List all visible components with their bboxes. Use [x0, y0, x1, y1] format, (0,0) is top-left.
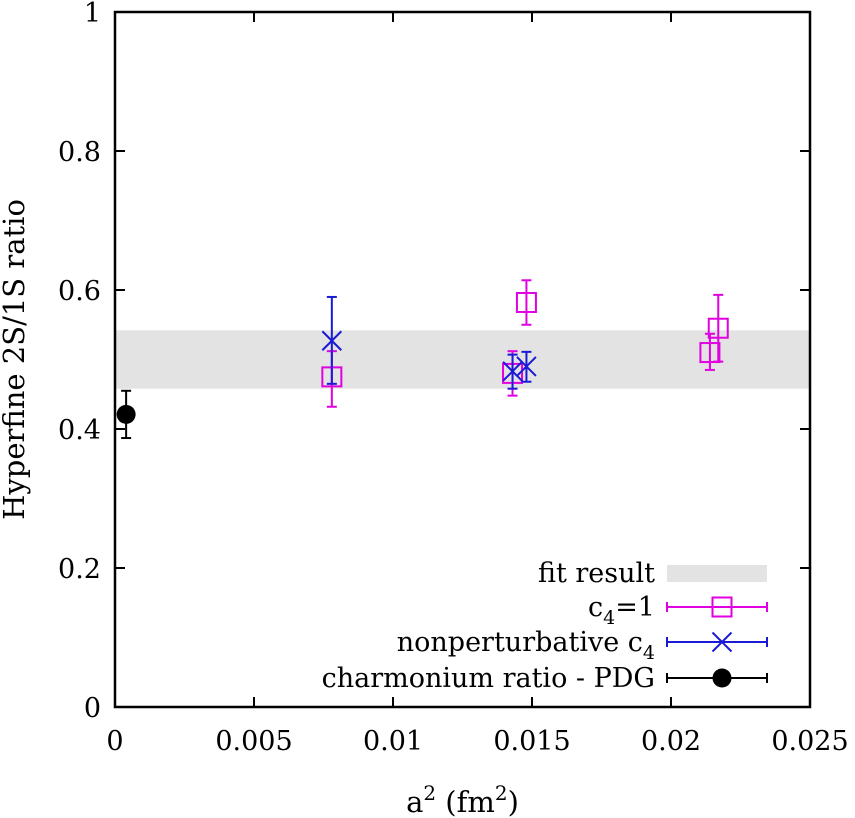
- y-tick-label: 0: [84, 693, 101, 724]
- data-point-series-0: [707, 293, 729, 363]
- legend-swatch-fit-result: [667, 565, 767, 582]
- legend-marker-x: [711, 631, 733, 653]
- x-tick-label: 0.01: [363, 726, 423, 757]
- data-point-series-2: [116, 389, 136, 440]
- x-axis-label-rest: (fm: [436, 785, 495, 818]
- marker-x: [321, 330, 343, 351]
- x-axis-label-sup: 2: [423, 781, 436, 805]
- legend-label-c4-1: c4=1: [588, 592, 655, 629]
- y-tick-label: 0.6: [58, 276, 101, 307]
- y-tick-label: 0.8: [58, 137, 101, 168]
- legend: fit result c4=1 nonperturbative c4 charm…: [322, 558, 768, 694]
- x-axis-label-end: ): [508, 785, 519, 818]
- x-axis-label-sup2: 2: [495, 781, 508, 805]
- x-tick-label: 0.015: [493, 726, 570, 757]
- legend-sample-series-2: [666, 668, 768, 688]
- marker-x: [502, 361, 523, 382]
- legend-sample-series-0: [666, 596, 768, 618]
- data-point-series-1: [516, 350, 537, 383]
- marker-square: [515, 292, 537, 314]
- marker-square: [707, 317, 729, 339]
- y-tick-label: 1: [84, 0, 101, 29]
- legend-label-fit-result: fit result: [538, 558, 655, 589]
- x-tick-label: 0.025: [771, 726, 848, 757]
- plot-frame: [113, 10, 812, 709]
- legend-sample-series-1: [666, 631, 768, 653]
- legend-markers: [666, 565, 768, 688]
- marker-circle: [116, 404, 136, 424]
- x-tick-label: 0.005: [215, 726, 292, 757]
- x-axis-label: a2 (fm2): [406, 781, 519, 818]
- data-point-series-1: [321, 295, 343, 385]
- x-tick-label: 0.02: [641, 726, 701, 757]
- data-points: [116, 279, 729, 440]
- x-tick-label: 0: [106, 726, 123, 757]
- fit-result-band: [115, 330, 810, 389]
- marker-x: [516, 356, 537, 377]
- y-axis-label: Hyperfine 2S/1S ratio: [0, 199, 31, 520]
- legend-label-nonperturbative-c4: nonperturbative c4: [397, 627, 655, 664]
- x-axis-label-base: a: [406, 785, 423, 818]
- data-point-series-1: [502, 353, 523, 390]
- data-point-series-0: [515, 279, 537, 326]
- marker-square: [699, 342, 721, 364]
- legend-label-charmonium-pdg: charmonium ratio - PDG: [322, 663, 655, 694]
- y-tick-label: 0.4: [58, 415, 101, 446]
- axis-ticks: 0 0.005 0.01 0.015 0.02 0.025 0 0.2 0.4 0.6 0.8 1: [58, 0, 849, 757]
- legend-marker-square: [711, 596, 733, 618]
- fit-band-layer: [115, 330, 810, 389]
- data-point-series-0: [699, 332, 721, 371]
- legend-marker-circle: [712, 668, 732, 688]
- y-tick-label: 0.2: [58, 554, 101, 585]
